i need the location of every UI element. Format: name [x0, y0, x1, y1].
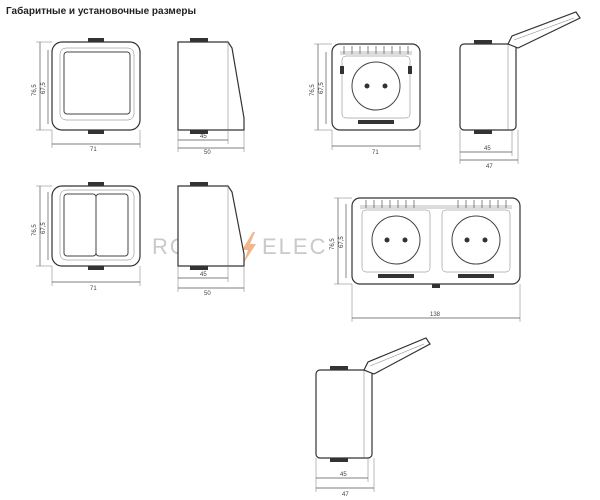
switch1-height-inner-label: 67,5 [41, 82, 47, 94]
socket1-front-view: 76,5 67,5 71 [310, 43, 421, 156]
switch2-front-view: 76,5 67,5 71 [32, 182, 141, 292]
switch1-width-label: 71 [90, 147, 97, 153]
socket1-depth-inner-label: 45 [484, 146, 491, 152]
socket2-height-inner-label: 67,5 [339, 236, 345, 248]
socket1-height-inner-label: 67,5 [319, 82, 325, 94]
switch2-height-inner-label: 67,5 [41, 222, 47, 234]
socket2-width-label: 138 [430, 312, 441, 318]
watermark-text-right: ELEC [262, 234, 327, 259]
switch1-depth-inner-label: 45 [200, 134, 207, 140]
switch2-height-outer-label: 76,5 [32, 224, 38, 236]
page-title: Габаритные и установочные размеры [6, 6, 197, 17]
switch1-front-view: 76,5 67,5 71 [32, 38, 141, 153]
socket1-side-view: 45 47 [459, 11, 581, 170]
switch2-width-label: 71 [90, 286, 97, 292]
watermark-bolt-icon [242, 232, 256, 264]
socket2-depth-inner-label: 45 [340, 472, 347, 478]
switch2-depth-outer-label: 50 [204, 291, 211, 297]
socket2-height-outer-label: 76,5 [330, 238, 336, 250]
socket2-front-view: 76,5 67,5 138 [330, 197, 521, 322]
socket1-height-outer-label: 76,5 [310, 84, 316, 96]
socket2-side-view: 45 47 [315, 337, 431, 498]
switch2-depth-inner-label: 45 [200, 272, 207, 278]
socket2-depth-outer-label: 47 [342, 492, 349, 498]
switch1-depth-outer-label: 50 [204, 150, 211, 156]
switch2-side-view: 45 50 [177, 182, 245, 297]
socket1-depth-outer-label: 47 [486, 164, 493, 170]
switch1-height-outer-label: 76,5 [32, 84, 38, 96]
socket1-width-label: 71 [372, 150, 379, 156]
switch1-side-view: 45 50 [177, 38, 245, 156]
